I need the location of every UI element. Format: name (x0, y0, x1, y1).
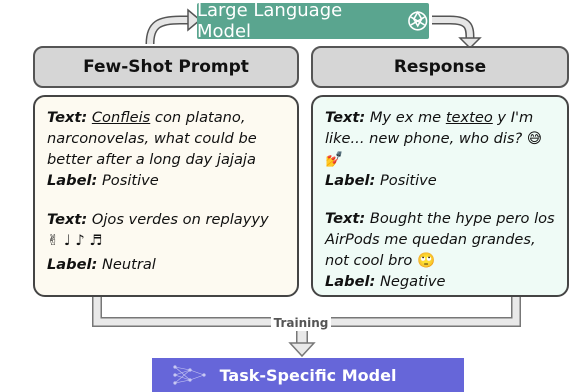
response-example-1-text: Text: My ex me texteo y I'm like... new … (325, 107, 555, 170)
emoji-icons: 🙄 (416, 252, 436, 269)
text-value: y I'm like... new phone, who dis? (325, 109, 534, 147)
response-example-2-label: Label: Negative (325, 271, 555, 292)
llm-label: Large Language Model (197, 0, 343, 42)
emoji-icons: ✌ ♩ ♪ ♬ (47, 232, 103, 249)
label-key: Label: (325, 172, 376, 189)
emoji-icons: 😅💅 (325, 130, 543, 168)
text-value: Bought the hype pero los AirPods me qued… (325, 210, 555, 269)
text-key: Text: (325, 210, 366, 227)
few-shot-header: Few-Shot Prompt (33, 46, 299, 88)
arrowhead-to-model (288, 342, 316, 358)
text-value: con platano, narconovelas, what could be… (47, 109, 257, 168)
openai-logo-icon (407, 10, 427, 31)
underlined-word: texteo (445, 109, 493, 126)
few-shot-example-1-text: Text: Confleis con platano, narconovelas… (47, 107, 285, 170)
few-shot-example-1-label: Label: Positive (47, 170, 285, 191)
label-value: Negative (379, 273, 446, 290)
arrowhead-to-llm (187, 8, 202, 32)
response-header: Response (311, 46, 569, 88)
model-label: Task-Specific Model (219, 365, 397, 385)
training-label: Training (271, 315, 331, 331)
text-value: My ex me (369, 109, 446, 126)
llm-box: Large Language Model (197, 0, 429, 42)
underlined-word: Confleis (91, 109, 151, 126)
few-shot-panel: Text: Confleis con platano, narconovelas… (33, 95, 299, 297)
response-panel: Text: My ex me texteo y I'm like... new … (311, 95, 569, 297)
label-value: Positive (101, 172, 159, 189)
text-key: Text: (47, 211, 88, 228)
label-value: Positive (379, 172, 437, 189)
response-example-2-text: Text: Bought the hype pero los AirPods m… (325, 208, 555, 271)
task-specific-model-box: Task-Specific Model (152, 358, 464, 392)
label-key: Label: (325, 273, 376, 290)
text-key: Text: (325, 109, 366, 126)
neural-network-icon (173, 365, 206, 385)
text-value: Ojos verdes on replayyy (91, 211, 269, 228)
text-key: Text: (47, 109, 88, 126)
label-key: Label: (47, 172, 98, 189)
label-key: Label: (47, 256, 98, 273)
response-example-1-label: Label: Positive (325, 170, 555, 191)
few-shot-example-2-text: Text: Ojos verdes on replayyy ✌ ♩ ♪ ♬ (47, 209, 285, 251)
label-value: Neutral (101, 256, 156, 273)
few-shot-example-2-label: Label: Neutral (47, 254, 285, 275)
arrowhead-from-llm (458, 37, 482, 50)
